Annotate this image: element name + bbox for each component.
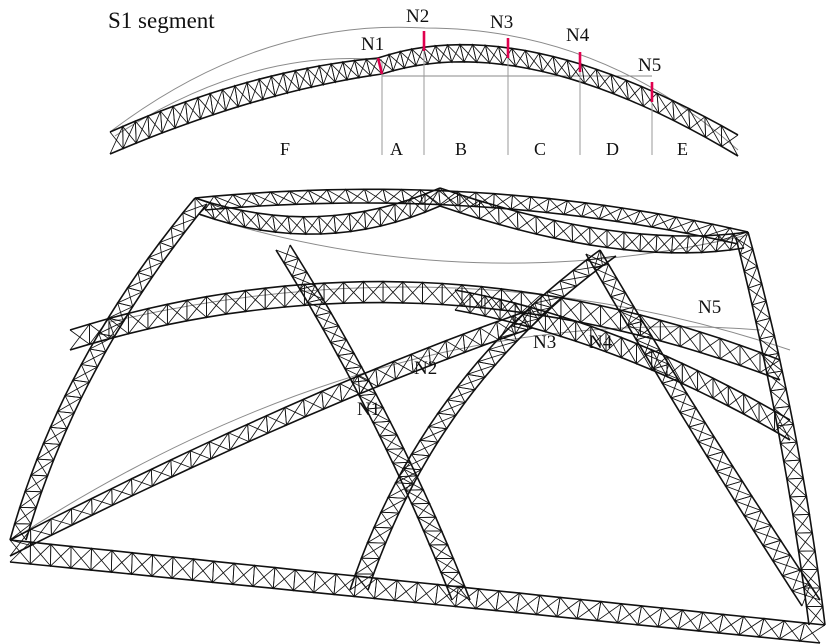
outer-guide-arc (109, 26, 739, 151)
iso-mid-arch-web-b (69, 280, 781, 374)
iso-top-rim-right-chord-a (439, 187, 749, 237)
segment-label-c: C (534, 139, 546, 159)
top-right-arc-web-b (381, 43, 739, 148)
top-node-label-n1: N1 (361, 34, 384, 55)
panel-title: S1 segment (108, 8, 215, 33)
iso-left-leg-chord-b (25, 203, 208, 541)
top-node-label-n5: N5 (638, 55, 661, 76)
iso-diagonal-4-web-b (454, 289, 791, 441)
iso-diagonal-3-web-b (283, 244, 466, 601)
iso-node-label-n3: N3 (533, 332, 556, 353)
top-node-label-n2: N2 (406, 6, 429, 27)
iso-diagonal-5-chord-b (585, 253, 803, 607)
top-node-label-n3: N3 (490, 12, 513, 33)
s1-truss (109, 43, 739, 157)
iso-top-rim-right-web-b (439, 193, 749, 254)
iso-node-label-n5: N5 (698, 297, 721, 318)
top-node-label-n4: N4 (566, 25, 590, 46)
iso-diagonal-5-web-b (593, 249, 811, 607)
iso-diagonal-2-chord-b (367, 255, 617, 591)
segment-label-e: E (677, 139, 688, 159)
iso-diagonal-1-chord-b (9, 327, 533, 557)
iso-guide-curve-3 (199, 214, 749, 264)
s1-segment-panel: S1 segment N1 N2 N3 N4 N5 F A B C D E (108, 6, 739, 159)
segment-label-a: A (390, 139, 403, 159)
iso-top-rim-left-web-b (198, 187, 441, 236)
iso-bottom-beam-web-b (9, 541, 826, 642)
iso-diagonal-2-web-b (354, 249, 604, 591)
iso-node-label-n1: N1 (357, 399, 380, 420)
iso-right-leg-web-b (739, 231, 824, 626)
top-left-wing-chord-a (109, 57, 379, 133)
iso-top-back-beam-web-b (204, 188, 749, 241)
iso-node-label-n2: N2 (414, 358, 437, 379)
segment-label-b: B (455, 139, 467, 159)
iso-node-label-n4: N4 (589, 332, 613, 353)
iso-bottom-beam-web-a (9, 539, 821, 644)
node-marker-n1 (376, 57, 384, 75)
iso-guide-curve-2 (109, 286, 791, 351)
isometric-structure-panel: N1 N2 N3 N4 N5 (9, 187, 826, 644)
iso-diagonal-1-web-b (9, 309, 531, 557)
iso-left-leg-chord-a (9, 197, 196, 541)
isometric-truss (9, 187, 826, 644)
segment-label-d: D (606, 139, 619, 159)
top-right-arc-chord-a (377, 43, 739, 136)
top-left-wing-web-b (109, 57, 379, 155)
iso-left-leg-web-b (13, 197, 196, 541)
segment-label-f: F (280, 139, 290, 159)
